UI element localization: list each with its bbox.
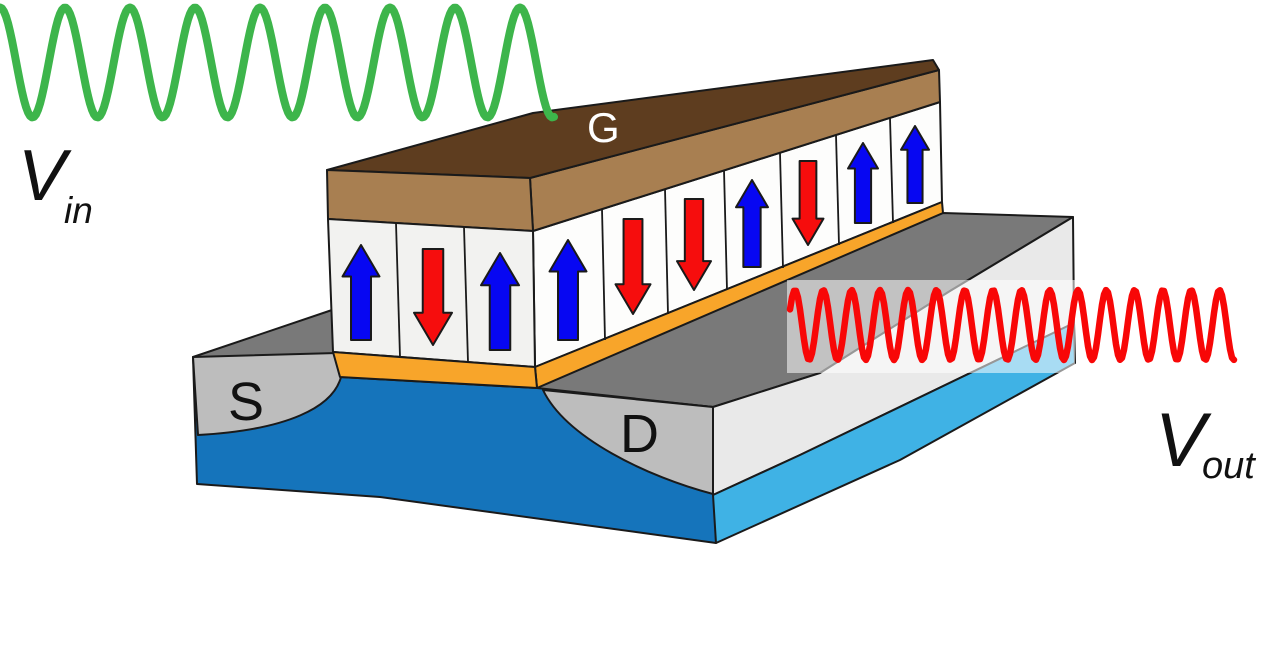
drain-label: D bbox=[620, 404, 659, 464]
cell-separator bbox=[395, 222, 401, 358]
polarization-up-arrow bbox=[480, 252, 520, 351]
v-out-base: V bbox=[1155, 398, 1212, 483]
output-wave bbox=[786, 286, 1238, 364]
polarization-down-arrow bbox=[614, 218, 652, 315]
polarization-arrows bbox=[341, 125, 930, 351]
polarization-up-arrow bbox=[341, 244, 381, 341]
v-out-label: V out bbox=[1155, 398, 1256, 487]
polarization-down-arrow bbox=[413, 248, 453, 346]
v-in-base: V bbox=[18, 136, 72, 216]
cell-separator bbox=[779, 152, 784, 269]
cell-separator bbox=[664, 188, 669, 315]
cell-separators bbox=[395, 117, 894, 363]
cell-separator bbox=[463, 226, 469, 363]
polarization-up-arrow bbox=[735, 179, 769, 268]
v-in-subscript: in bbox=[64, 190, 93, 231]
polarization-down-arrow bbox=[676, 198, 712, 291]
v-in-label: V in bbox=[18, 136, 93, 231]
cell-separator bbox=[889, 117, 894, 224]
cell-separator bbox=[601, 208, 606, 341]
polarization-down-arrow bbox=[791, 160, 825, 246]
v-out-subscript: out bbox=[1202, 445, 1256, 487]
source-region bbox=[192, 352, 342, 436]
drain-region bbox=[542, 389, 714, 495]
polarization-up-arrow bbox=[847, 142, 879, 224]
cell-separator bbox=[723, 169, 728, 291]
cell-separator bbox=[835, 134, 840, 246]
polarization-up-arrow bbox=[548, 239, 588, 341]
source-label: S bbox=[228, 372, 264, 432]
gate-label: G bbox=[587, 104, 620, 151]
input-wave bbox=[0, 3, 558, 122]
polarization-up-arrow bbox=[900, 125, 930, 204]
